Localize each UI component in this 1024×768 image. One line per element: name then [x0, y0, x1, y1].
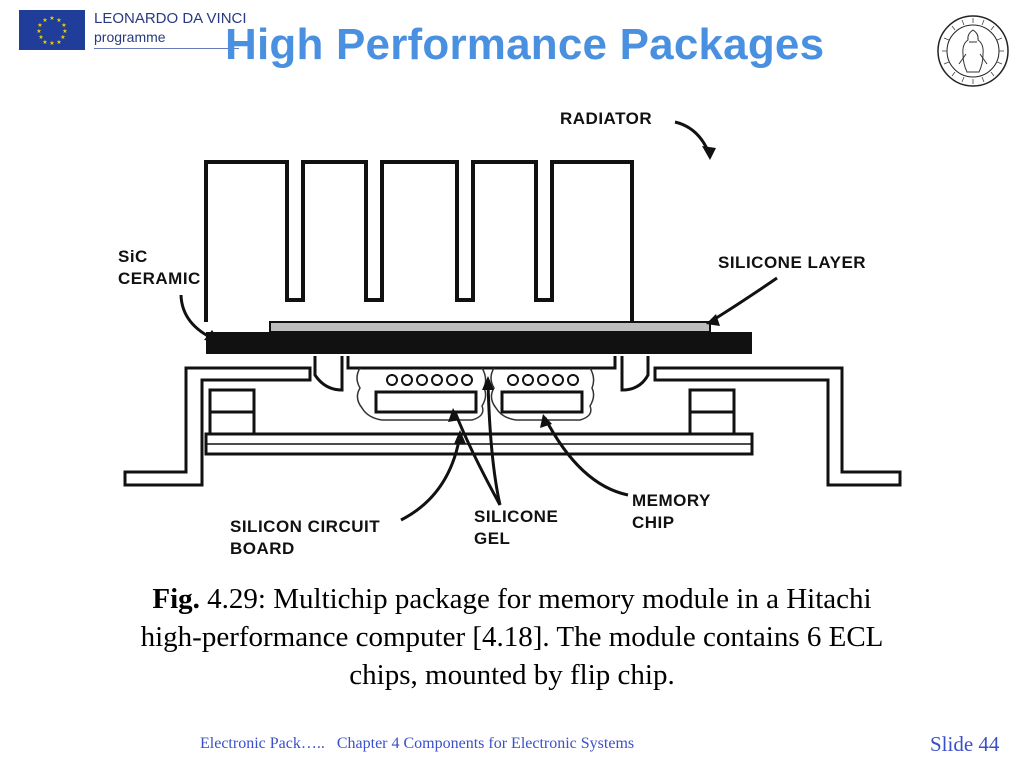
- label-sic-ceramic-2: CERAMIC: [118, 269, 201, 288]
- label-silicon-board-2: BOARD: [230, 539, 295, 558]
- svg-text:★: ★: [56, 17, 61, 24]
- silicone-layer: [269, 321, 711, 333]
- figure-caption: Fig. 4.29: Multichip package for memory …: [40, 580, 984, 694]
- caption-line1: Fig. 4.29: Multichip package for memory …: [40, 580, 984, 618]
- svg-text:★: ★: [38, 34, 43, 41]
- university-seal-icon: [937, 15, 1009, 87]
- memory-chip-left: [374, 390, 478, 414]
- leonardo-logo: ★★★ ★★★ ★★★ ★★★ LEONARDO DA VINCI progra…: [14, 6, 247, 50]
- label-silicone-gel-1: SILICONE: [474, 507, 558, 526]
- label-silicone-layer: SILICONE LAYER: [718, 253, 866, 272]
- svg-text:★: ★: [62, 28, 67, 35]
- label-memory-chip-2: CHIP: [632, 513, 675, 532]
- svg-text:★: ★: [42, 39, 47, 46]
- caption-text-line3: chips, mounted by flip chip.: [349, 659, 675, 691]
- annotation-arrows: [179, 120, 778, 522]
- label-silicone-gel-2: GEL: [474, 529, 510, 548]
- svg-text:★: ★: [60, 34, 65, 41]
- logo-underline: [94, 48, 239, 49]
- label-radiator: RADIATOR: [560, 109, 652, 128]
- label-sic-ceramic-1: SiC: [118, 247, 148, 266]
- footer-course: Electronic Pack…..: [200, 735, 325, 752]
- svg-text:★: ★: [49, 15, 54, 22]
- radiator-outline: [204, 160, 634, 322]
- logo-text-line2: programme: [94, 29, 166, 45]
- right-pin: [653, 366, 902, 487]
- multichip-package-diagram: RADIATOR SiC CERAMIC SILICONE LAYER SILI…: [118, 109, 902, 558]
- svg-text:★: ★: [37, 22, 42, 29]
- label-memory-chip-1: MEMORY: [632, 491, 711, 510]
- svg-text:★: ★: [49, 40, 54, 47]
- sic-ceramic-plate: [206, 332, 752, 354]
- svg-text:★: ★: [42, 17, 47, 24]
- eu-flag-icon: ★★★ ★★★ ★★★ ★★★: [19, 10, 85, 50]
- arrow-heads: [204, 146, 720, 444]
- slide-title: High Performance Packages: [225, 20, 825, 69]
- label-silicon-board-1: SILICON CIRCUIT: [230, 517, 380, 536]
- caption-text-line2: high-performance computer [4.18]. The mo…: [140, 621, 884, 653]
- footer: Electronic Pack….. Chapter 4 Components f…: [200, 735, 634, 753]
- svg-text:★: ★: [61, 22, 66, 29]
- solder-bumps: [386, 374, 579, 386]
- footer-chapter: Chapter 4 Components for Electronic Syst…: [336, 735, 635, 752]
- memory-chip-right: [500, 390, 584, 414]
- logo-text-line1: LEONARDO DA VINCI: [94, 10, 247, 27]
- svg-text:★: ★: [36, 28, 41, 35]
- caption-fig-label: Fig.: [152, 583, 200, 615]
- slide-number: Slide 44: [930, 732, 1000, 756]
- svg-text:★: ★: [56, 39, 61, 46]
- caption-text-line1: 4.29: Multichip package for memory modul…: [199, 583, 872, 615]
- left-pin: [123, 366, 312, 487]
